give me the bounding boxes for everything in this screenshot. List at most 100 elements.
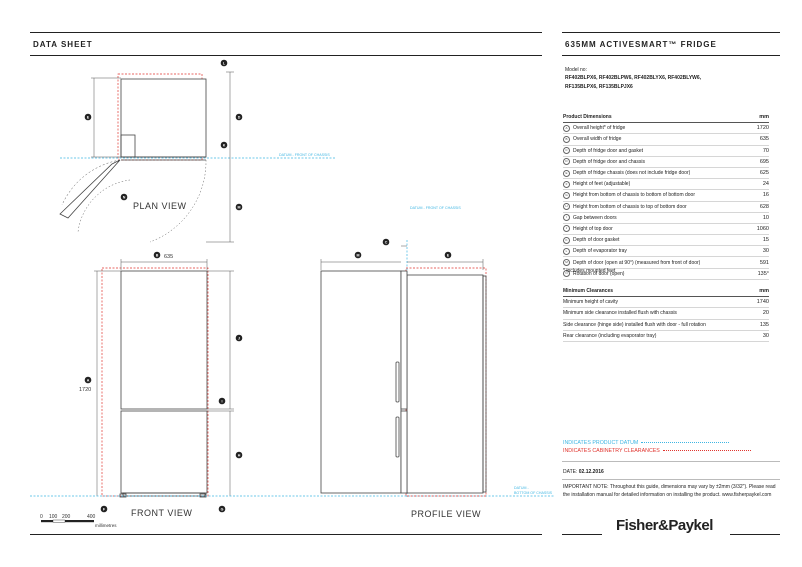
- dimension-value: 70: [747, 145, 769, 157]
- legend-product-datum-text: INDICATES PRODUCT DATUM: [563, 440, 639, 446]
- profile-open-door: [320, 270, 402, 494]
- date-value: 02.12.2016: [578, 469, 604, 475]
- svg-text:F: F: [103, 507, 106, 511]
- svg-text:200: 200: [62, 514, 71, 520]
- fisher-paykel-logo: Fisher&Paykel: [616, 517, 713, 534]
- svg-text:H: H: [238, 453, 241, 457]
- badge-b: B: [153, 251, 161, 259]
- badge-e-plan: E: [84, 113, 92, 121]
- dimension-label: Depth of door gasket: [573, 234, 747, 247]
- dimensions-header-row: Product Dimensions mm: [563, 112, 769, 124]
- svg-text:millimetres: millimetres: [95, 523, 117, 528]
- date-line: DATE: 02.12.2016: [563, 469, 604, 475]
- profile-chassis: [406, 274, 484, 494]
- clearance-label: Side clearance (hinge side) installed fl…: [563, 319, 747, 331]
- badge-d: D: [235, 113, 243, 121]
- profile-bottom-door: [400, 410, 408, 494]
- dimension-letter: G: [563, 191, 570, 199]
- badge-m-profile: M: [354, 251, 362, 259]
- date-label: DATE:: [563, 469, 578, 475]
- legend-cabinetry-text: INDICATES CABINETRY CLEARANCES: [563, 448, 660, 454]
- dimension-label: Gap between doors: [573, 212, 747, 224]
- header-rule-right: [562, 55, 780, 56]
- footer-rule-right: [730, 534, 780, 535]
- profile-datum-label: DATUM - FRONT OF CHASSIS: [410, 206, 461, 210]
- badge-n: N: [120, 193, 128, 201]
- badge-e-profile: E: [444, 251, 452, 259]
- dimension-value: 1060: [747, 223, 769, 236]
- svg-text:K: K: [223, 143, 226, 147]
- plan-view-label: PLAN VIEW: [133, 201, 187, 211]
- svg-text:M: M: [238, 205, 241, 209]
- scale-bar: 0 100 200 400 millimetres: [40, 514, 117, 528]
- top-rule-right: [562, 32, 780, 33]
- dimension-value: 135°: [747, 268, 769, 280]
- badge-k: K: [220, 141, 228, 149]
- dimension-value: 16: [747, 189, 769, 202]
- dimension-value: 625: [747, 167, 769, 180]
- clearance-label: Minimum side clearance installed flush w…: [563, 307, 747, 320]
- clearance-value: 135: [747, 319, 769, 331]
- width-value: 635: [164, 254, 173, 260]
- dimension-label: Depth of door (open at 90°) (measured fr…: [573, 256, 747, 269]
- plan-fridge-body: [120, 78, 207, 158]
- dimension-value: 635: [747, 133, 769, 146]
- dimension-letter: L: [563, 247, 570, 255]
- plan-datum-label: DATUM - FRONT OF CHASSIS: [279, 153, 330, 157]
- svg-text:D: D: [238, 115, 241, 119]
- front-view-label: FRONT VIEW: [131, 508, 192, 518]
- legend-cabinetry: INDICATES CABINETRY CLEARANCES: [563, 448, 751, 454]
- badge-g: G: [218, 505, 226, 513]
- dimension-label: Height from bottom of chassis to top of …: [573, 201, 747, 213]
- dimension-value: 628: [747, 201, 769, 213]
- dimension-value: 24: [747, 178, 769, 191]
- dimension-value: 695: [747, 156, 769, 168]
- dimension-label: Depth of fridge chassis (does not includ…: [573, 167, 747, 180]
- clearance-label: Minimum height of cavity: [563, 296, 747, 309]
- dimension-label: Depth of fridge door and chassis: [573, 156, 747, 168]
- legend-product-datum-line: [641, 442, 730, 444]
- technical-drawing: .obj { fill:none; stroke:#444; stroke-wi…: [30, 59, 555, 528]
- svg-text:C: C: [385, 240, 388, 244]
- front-bottom-door: [120, 410, 208, 494]
- dimension-label: Rotation of door (open): [573, 268, 747, 280]
- badge-h: H: [235, 451, 243, 459]
- svg-text:100: 100: [49, 514, 58, 520]
- badge-i: I: [218, 397, 226, 405]
- dimension-label: Overall height* of fridge: [573, 122, 747, 135]
- dimension-value: 591: [747, 256, 769, 269]
- svg-text:M: M: [357, 253, 360, 257]
- badge-l: L: [220, 59, 228, 67]
- dimension-letter: N: [563, 270, 570, 278]
- dimension-badges: L E D K M N B A J I H F G C M E: [84, 59, 452, 513]
- dimension-letter: J: [563, 225, 570, 233]
- badge-m-plan: M: [235, 203, 243, 211]
- svg-text:G: G: [221, 507, 224, 511]
- svg-text:A: A: [87, 378, 90, 382]
- clearance-row: Rear clearance (including evaporator tra…: [563, 330, 769, 342]
- clearance-row: Side clearance (hinge side) installed fl…: [563, 319, 769, 331]
- dimension-value: 30: [747, 245, 769, 258]
- clearance-label: Rear clearance (including evaporator tra…: [563, 330, 747, 342]
- legend-cabinetry-line: [662, 450, 751, 452]
- height-value: 1720: [79, 387, 91, 393]
- dimensions-unit: mm: [747, 112, 769, 124]
- dimension-letter: K: [563, 236, 570, 244]
- dimension-letter: F: [563, 180, 570, 188]
- clearance-value: 1740: [747, 296, 769, 309]
- header-rule-left: [30, 55, 542, 56]
- clearance-value: 30: [747, 330, 769, 342]
- product-title: 635MM ACTIVESMART™ FRIDGE: [565, 40, 717, 49]
- badge-f: F: [100, 505, 108, 513]
